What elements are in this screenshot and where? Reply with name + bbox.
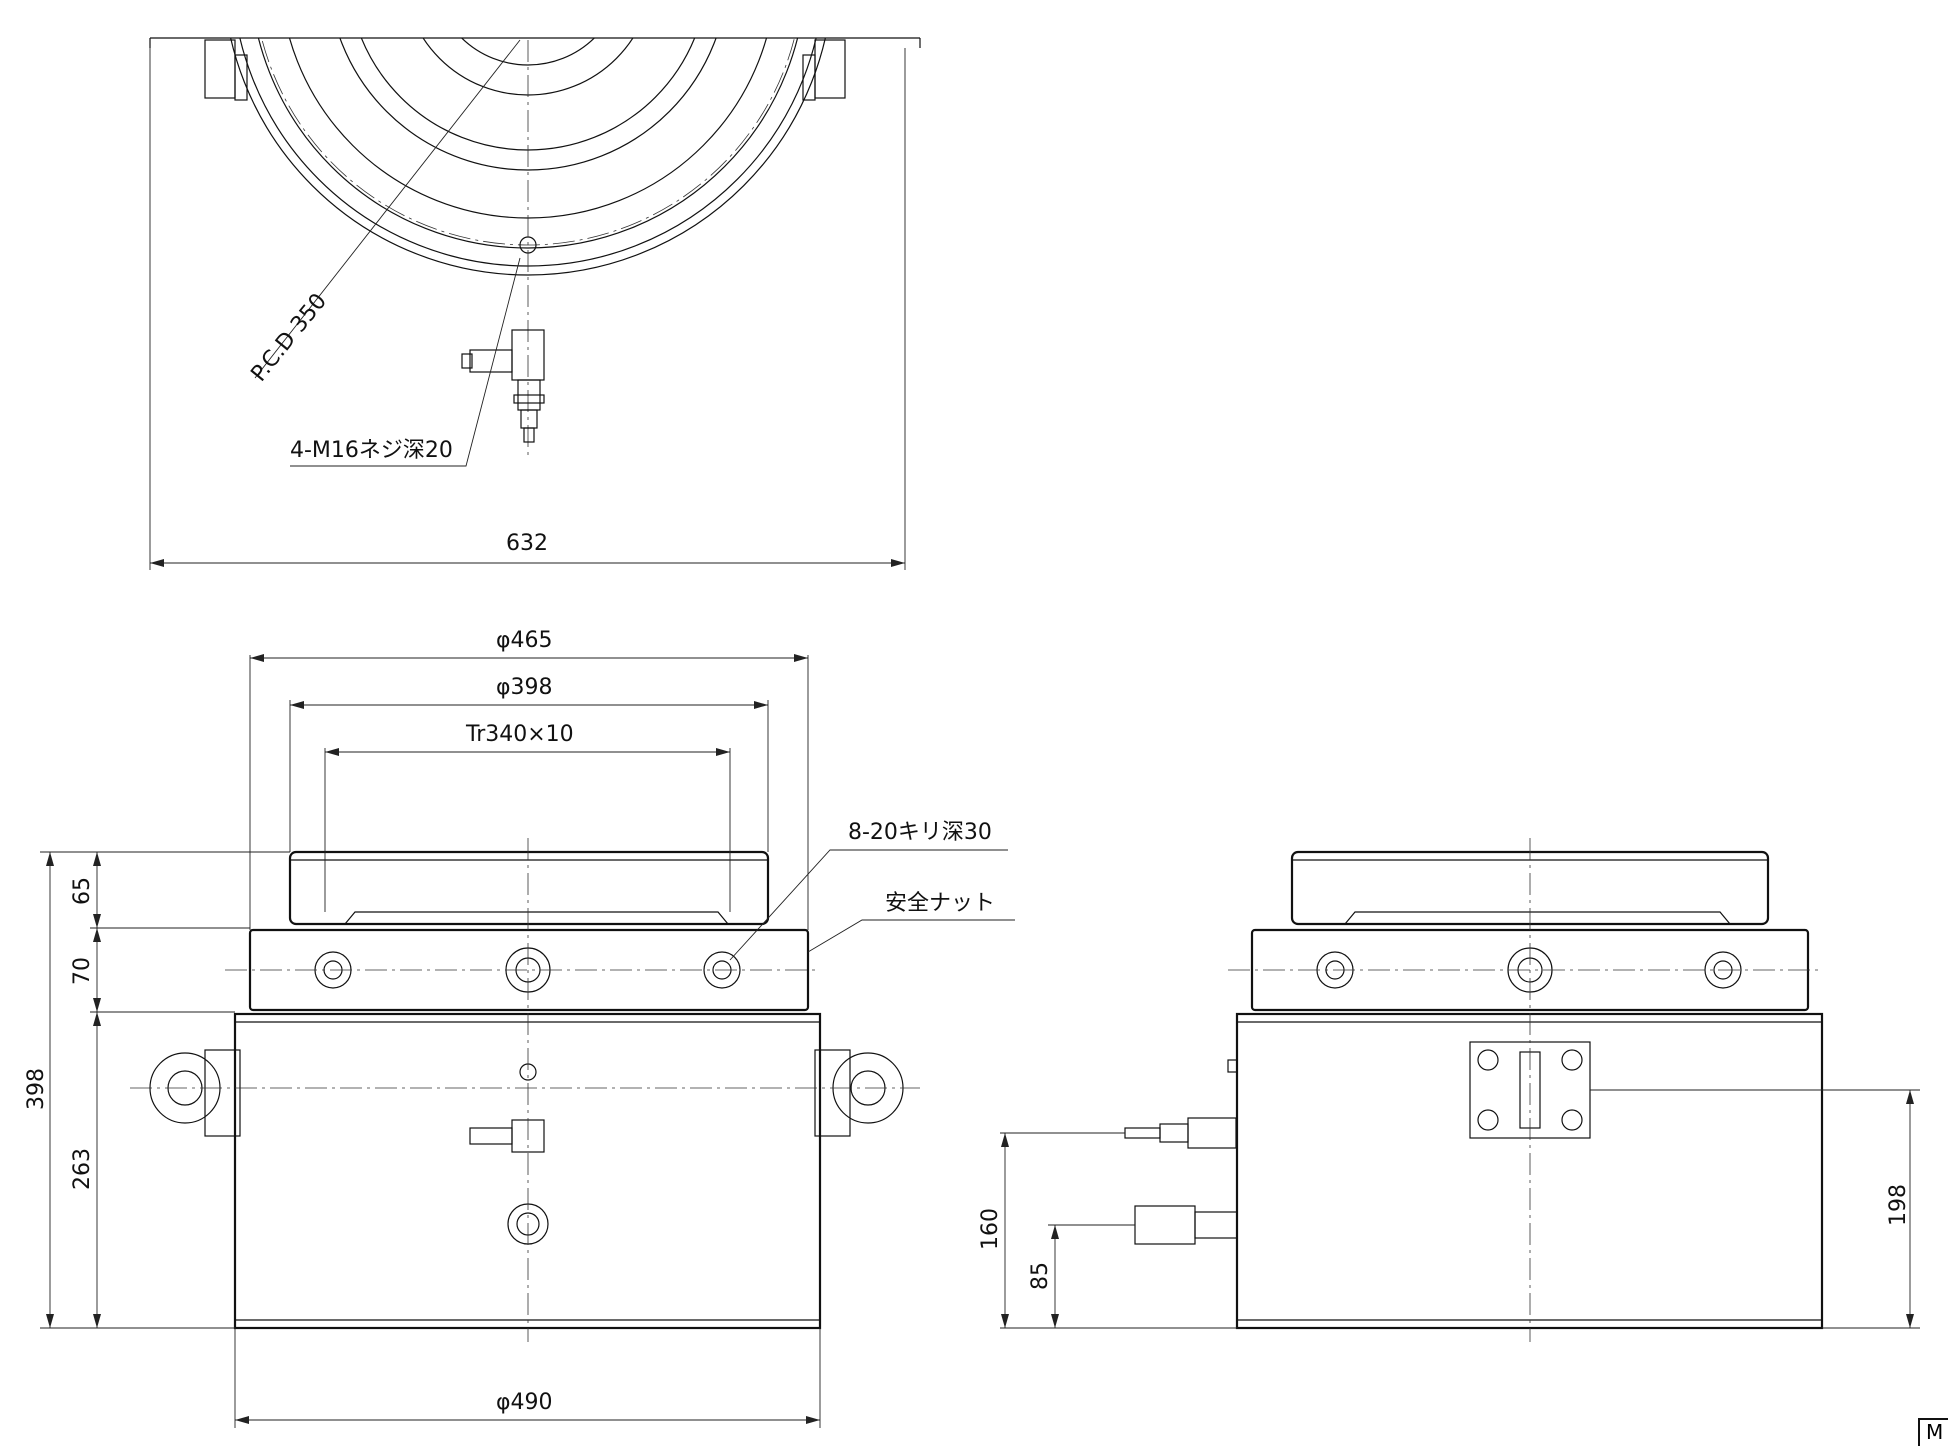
dia-490: φ490 [496, 1390, 553, 1415]
top-view [149, 37, 921, 570]
height-70: 70 [70, 957, 95, 985]
front-view [40, 654, 1015, 1428]
height-398: 398 [24, 1068, 49, 1110]
side-view [1000, 838, 1920, 1342]
height-85: 85 [1028, 1262, 1053, 1290]
height-198: 198 [1886, 1184, 1911, 1226]
thread-dim: Tr340×10 [466, 722, 574, 747]
corner-mark: M [1918, 1418, 1948, 1446]
thread-label: 4-M16ネジ深20 [290, 438, 453, 463]
safety-nut-label: 安全ナット [885, 891, 996, 916]
height-160: 160 [978, 1208, 1003, 1250]
height-263: 263 [70, 1148, 95, 1190]
height-65: 65 [70, 877, 95, 905]
dia-465: φ465 [496, 628, 553, 653]
dia-398: φ398 [496, 675, 553, 700]
hole-note: 8-20キリ深30 [848, 820, 992, 845]
width-dim-632: 632 [506, 531, 548, 556]
